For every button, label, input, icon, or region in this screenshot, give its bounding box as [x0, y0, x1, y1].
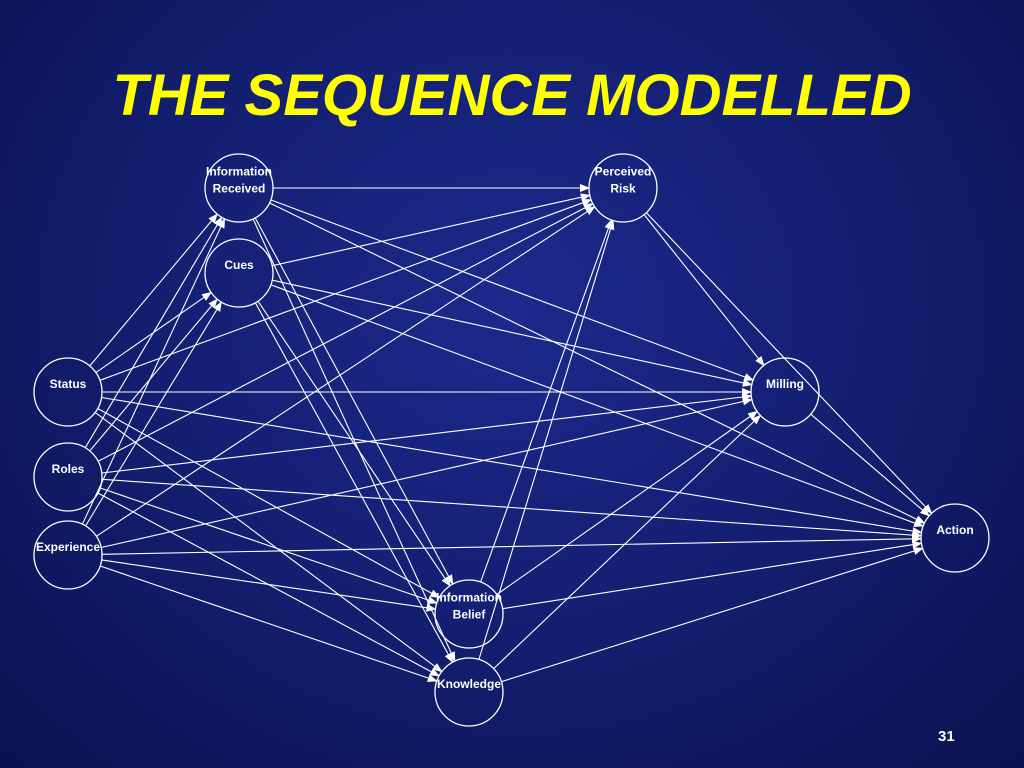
edge-roles-to-info-received	[84, 216, 223, 448]
edge-experience-to-knowledge	[100, 565, 438, 682]
edge-cues-to-milling	[272, 279, 753, 387]
edge-info-belief-to-perceived-risk	[480, 219, 613, 583]
node-label: Experience	[36, 540, 100, 554]
node-circle	[434, 579, 504, 649]
node-experience: Experience	[33, 520, 103, 590]
edge-experience-to-perceived-risk	[96, 206, 596, 537]
node-circle	[33, 520, 103, 590]
edge-cues-to-perceived-risk	[272, 193, 591, 267]
node-label: Perceived	[595, 165, 652, 179]
edge-perceived-risk-to-action	[646, 212, 933, 515]
node-label: Milling	[766, 377, 804, 391]
node-milling: Milling	[750, 357, 820, 427]
edge-experience-to-info-received	[81, 217, 226, 525]
edge-experience-to-info-belief	[101, 559, 437, 612]
node-circle	[204, 153, 274, 223]
edge-roles-to-milling	[101, 393, 753, 474]
edge-roles-to-action	[101, 478, 923, 540]
edge-info-received-to-info-belief	[254, 217, 454, 585]
node-label: Belief	[453, 608, 487, 622]
node-label: Information	[436, 591, 502, 605]
node-label: Status	[50, 377, 87, 391]
edges-layer	[81, 184, 933, 683]
edge-status-to-knowledge	[94, 411, 443, 673]
nodes-layer: InformationReceivedCuesStatusRolesExperi…	[33, 153, 990, 727]
edge-roles-to-cues	[89, 298, 218, 452]
edge-knowledge-to-action	[501, 547, 924, 683]
edge-milling-to-action	[810, 413, 930, 517]
node-status: Status	[33, 357, 103, 427]
edge-info-received-to-action	[269, 202, 926, 524]
node-label: Cues	[224, 258, 254, 272]
edge-info-belief-to-milling	[496, 410, 759, 595]
node-circle	[33, 357, 103, 427]
node-action: Action	[920, 503, 990, 573]
edge-experience-to-action	[101, 534, 922, 555]
edge-knowledge-to-milling	[493, 414, 762, 669]
node-cues: Cues	[204, 238, 274, 308]
edge-status-to-info-received	[89, 213, 218, 367]
node-circle	[588, 153, 658, 223]
node-circle	[920, 503, 990, 573]
edge-info-belief-to-action	[502, 540, 923, 610]
edge-cues-to-action	[270, 284, 925, 527]
node-label: Roles	[52, 462, 85, 476]
node-label: Received	[213, 182, 266, 196]
edge-roles-to-perceived-risk	[97, 203, 594, 462]
slide-title: THE SEQUENCE MODELLED	[112, 63, 912, 128]
edge-cues-to-info-belief	[257, 300, 451, 587]
node-circle	[750, 357, 820, 427]
node-label: Risk	[610, 182, 636, 196]
node-circle	[33, 442, 103, 512]
edge-info-received-to-knowledge	[252, 218, 456, 663]
node-roles: Roles	[33, 442, 103, 512]
node-circle	[434, 657, 504, 727]
edge-experience-to-cues	[85, 301, 222, 527]
node-label: Information	[206, 165, 272, 179]
node-label: Knowledge	[437, 677, 501, 691]
edge-status-to-action	[101, 396, 923, 535]
edge-cues-to-knowledge	[254, 302, 454, 664]
node-circle	[204, 238, 274, 308]
edge-info-received-to-milling	[270, 199, 755, 381]
page-number: 31	[938, 728, 955, 745]
edge-experience-to-milling	[101, 397, 753, 549]
edge-roles-to-info-belief	[100, 487, 438, 604]
node-knowledge: Knowledge	[434, 657, 504, 727]
node-label: Action	[936, 523, 973, 537]
edge-knowledge-to-perceived-risk	[478, 219, 615, 660]
edge-status-to-perceived-risk	[99, 199, 593, 381]
edge-perceived-risk-to-milling	[643, 214, 765, 367]
edge-status-to-info-belief	[97, 408, 441, 598]
